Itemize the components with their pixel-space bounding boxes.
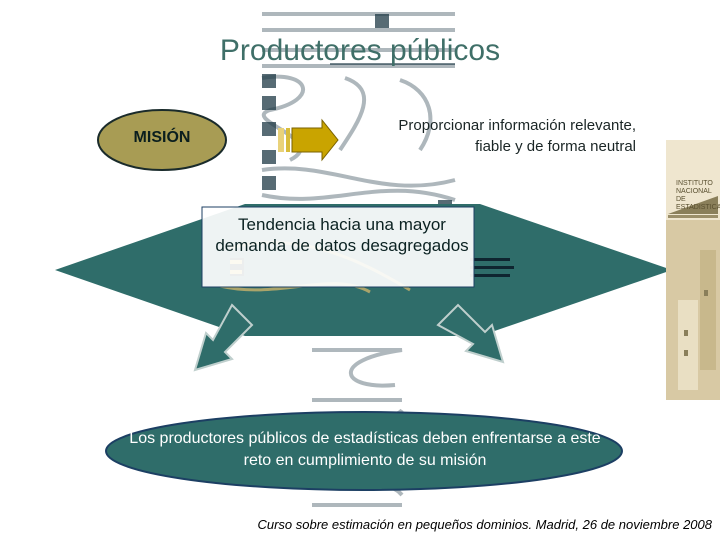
mision-label: MISIÓN [133, 129, 191, 146]
book-cover-image [666, 140, 720, 400]
footer-caption: Curso sobre estimación en pequeños domin… [257, 517, 712, 532]
challenge-text: Los productores públicos de estadísticas… [129, 430, 601, 469]
arrow-down-right-icon [436, 303, 505, 364]
mission-statement: Proporcionar información relevante, fiab… [398, 117, 636, 155]
arrow-down-left-icon [193, 303, 254, 372]
trend-text: Tendencia hacia una mayor demanda de dat… [215, 215, 469, 255]
mision-arrow-icon [278, 118, 339, 162]
book-cover-label: INSTITUTO NACIONAL DE ESTADISTICA [676, 180, 720, 211]
page-title: Productores públicos [219, 34, 501, 67]
challenge-oval [105, 411, 623, 491]
decorative-stripe-blocks [262, 14, 452, 214]
mision-oval [97, 109, 227, 171]
trend-box [201, 206, 475, 288]
